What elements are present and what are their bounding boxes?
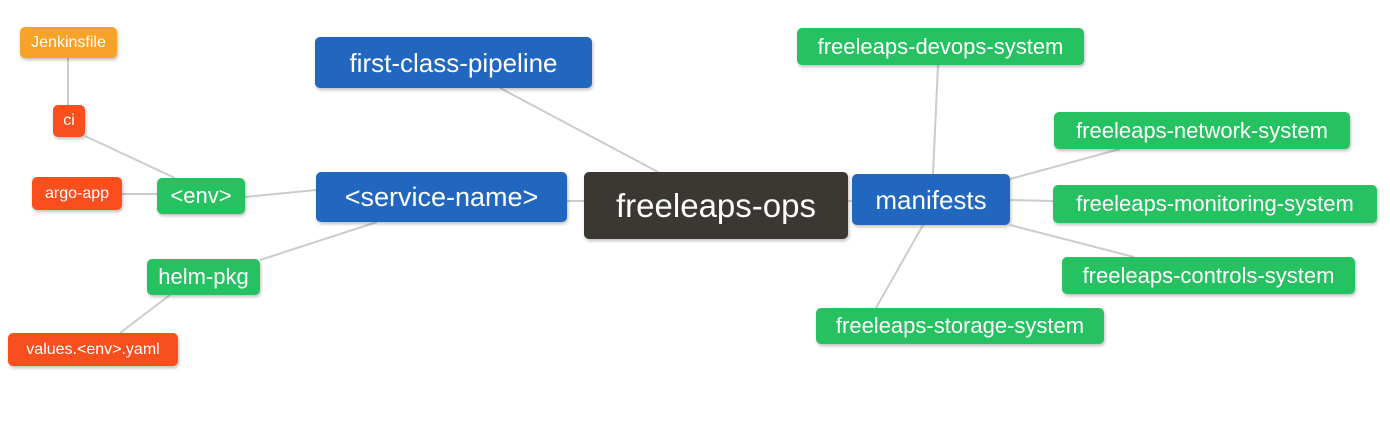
edge-manifests-to-storage-system	[875, 224, 924, 309]
node-freeleaps-ops[interactable]: freeleaps-ops	[584, 172, 848, 239]
node-controls-system[interactable]: freeleaps-controls-system	[1062, 257, 1355, 294]
node-values-env-yaml[interactable]: values.<env>.yaml	[8, 333, 178, 366]
edge-first-class-pipeline-to-freeleaps-ops	[499, 87, 659, 173]
node-network-system[interactable]: freeleaps-network-system	[1054, 112, 1350, 149]
edge-helm-pkg-to-service-name	[259, 221, 378, 261]
node-env[interactable]: <env>	[157, 178, 245, 214]
edge-ci-to-env	[84, 135, 176, 179]
node-jenkinsfile[interactable]: Jenkinsfile	[20, 27, 117, 58]
edge-manifests-to-controls-system	[1009, 224, 1135, 258]
edge-values-env-yaml-to-helm-pkg	[119, 294, 171, 334]
node-devops-system[interactable]: freeleaps-devops-system	[797, 28, 1084, 65]
node-monitoring-system[interactable]: freeleaps-monitoring-system	[1053, 185, 1377, 223]
node-first-class-pipeline[interactable]: first-class-pipeline	[315, 37, 592, 88]
edge-manifests-to-monitoring-system	[1009, 199, 1054, 202]
node-argo-app[interactable]: argo-app	[32, 177, 122, 210]
edge-env-to-service-name	[244, 189, 317, 198]
node-service-name[interactable]: <service-name>	[316, 172, 567, 222]
node-manifests[interactable]: manifests	[852, 174, 1010, 225]
edge-manifests-to-network-system	[1009, 148, 1121, 180]
node-storage-system[interactable]: freeleaps-storage-system	[816, 308, 1104, 344]
edge-manifests-to-devops-system	[932, 64, 939, 175]
node-helm-pkg[interactable]: helm-pkg	[147, 259, 260, 295]
node-ci[interactable]: ci	[53, 105, 85, 137]
